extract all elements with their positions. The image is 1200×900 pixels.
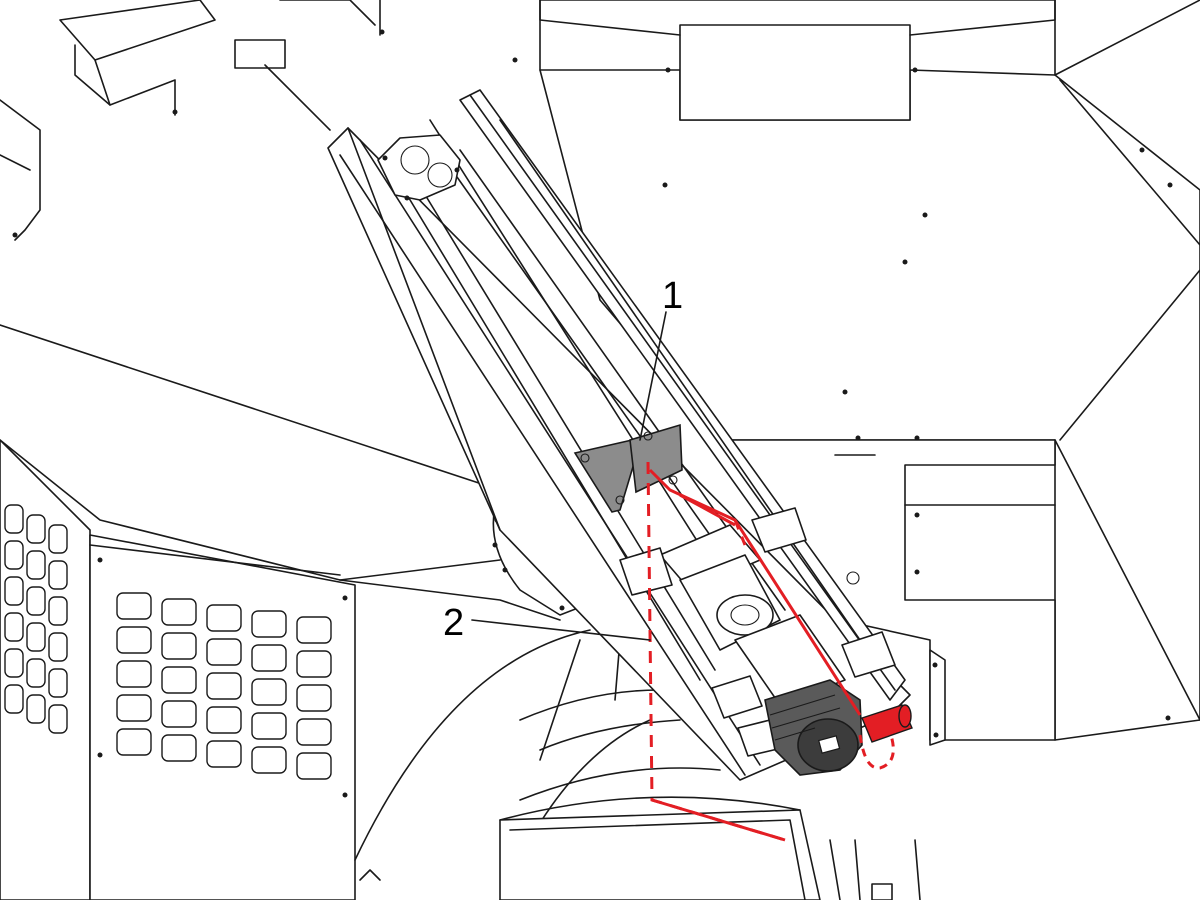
- perforation-hole: [161, 700, 197, 728]
- perforation-hole: [251, 746, 287, 774]
- perforation-hole: [161, 734, 197, 762]
- perforation-hole: [161, 598, 197, 626]
- callout-1-label: 1: [662, 275, 683, 317]
- perforation-hole: [26, 550, 46, 580]
- cable-route: [646, 461, 895, 842]
- motor-connector: [861, 704, 913, 743]
- perforation-hole: [206, 604, 242, 632]
- perforation-hole: [161, 632, 197, 660]
- lead-screw-bearing: [377, 134, 461, 201]
- perforation-hole: [116, 728, 152, 756]
- perforated-panel-left: [0, 439, 91, 900]
- perforation-hole: [116, 660, 152, 688]
- perforation-hole: [251, 678, 287, 706]
- perforation-hole: [48, 668, 68, 698]
- perforation-hole: [4, 648, 24, 678]
- servo-motor: [734, 614, 863, 776]
- perforation-hole: [26, 694, 46, 724]
- mounting-plate: [573, 423, 683, 513]
- enclosure-upper-right: [512, 0, 1200, 741]
- perforation-hole: [4, 576, 24, 606]
- perforation-hole: [251, 712, 287, 740]
- perforation-hole: [48, 704, 68, 734]
- perforated-panel-center: [89, 534, 356, 900]
- perforation-hole: [116, 626, 152, 654]
- perforation-hole: [251, 610, 287, 638]
- perforation-hole: [26, 622, 46, 652]
- perforation-hole: [251, 644, 287, 672]
- right-side-bracket: [929, 649, 946, 746]
- carriage-block: [619, 507, 896, 757]
- lower-hardware: [359, 839, 921, 900]
- perforation-hole: [48, 524, 68, 554]
- enclosure-right-shelf: [719, 435, 1056, 741]
- perforation-hole: [296, 752, 332, 780]
- platform-outline: [0, 64, 561, 621]
- perforation-hole: [116, 592, 152, 620]
- perforation-hole: [26, 514, 46, 544]
- perforation-hole: [206, 638, 242, 666]
- perforation-hole: [296, 684, 332, 712]
- callout-2: 2: [443, 602, 651, 644]
- perforation-hole: [26, 658, 46, 688]
- perforation-hole: [48, 596, 68, 626]
- perforation-hole: [161, 666, 197, 694]
- bracket-upper-left: [0, 0, 385, 241]
- perforation-hole: [296, 718, 332, 746]
- perforation-hole: [296, 616, 332, 644]
- callout-2-label: 2: [443, 602, 464, 644]
- perforation-hole: [116, 694, 152, 722]
- perforation-hole: [48, 632, 68, 662]
- perforation-hole: [206, 672, 242, 700]
- perforation-hole: [4, 540, 24, 570]
- perforation-hole: [26, 586, 46, 616]
- perforation-hole: [4, 612, 24, 642]
- perforation-hole: [206, 706, 242, 734]
- perforation-hole: [296, 650, 332, 678]
- perforation-hole: [206, 740, 242, 768]
- perforation-hole: [4, 684, 24, 714]
- perforation-hole: [48, 560, 68, 590]
- perforation-hole: [4, 504, 24, 534]
- callout-1: 1: [639, 275, 683, 441]
